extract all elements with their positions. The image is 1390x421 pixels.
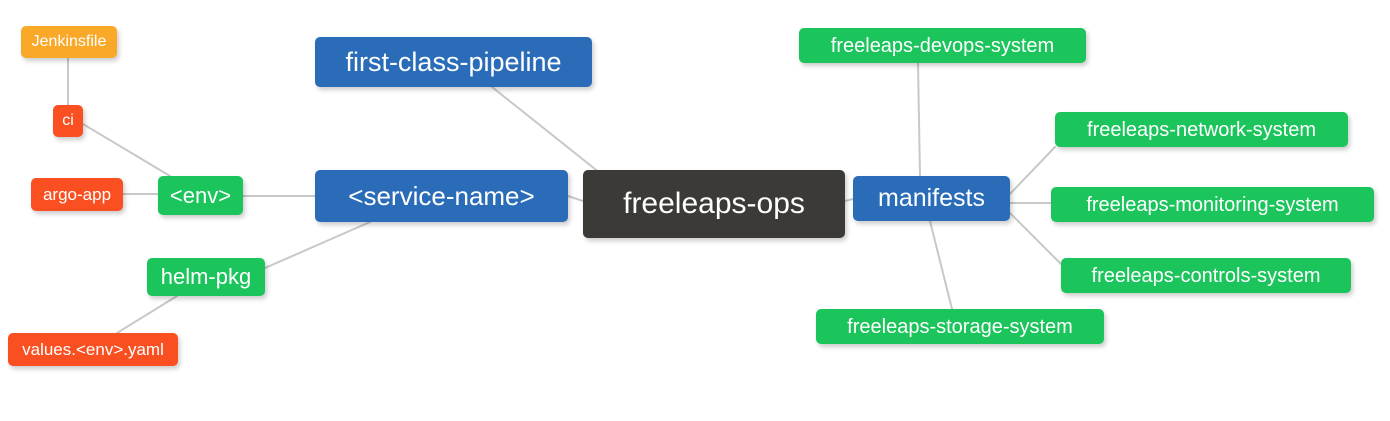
node-freeleaps-controls-system[interactable]: freeleaps-controls-system	[1061, 258, 1351, 293]
node-label-values-yaml: values.<env>.yaml	[22, 340, 164, 359]
node-label-freeleaps-devops-system: freeleaps-devops-system	[830, 34, 1055, 57]
node-label-freeleaps-storage-system: freeleaps-storage-system	[847, 315, 1073, 338]
edge-freeleaps-ops-to-first-class-pipeline	[491, 86, 601, 174]
node-label-manifests: manifests	[878, 184, 985, 212]
node-argo-app[interactable]: argo-app	[31, 178, 123, 211]
node-label-argo-app: argo-app	[42, 185, 112, 204]
node-label-helm-pkg: helm-pkg	[160, 264, 252, 289]
edge-freeleaps-ops-to-manifests	[844, 198, 854, 202]
edge-manifests-to-freeleaps-devops-system	[917, 62, 921, 177]
node-freeleaps-storage-system[interactable]: freeleaps-storage-system	[816, 309, 1104, 344]
node-env[interactable]: <env>	[158, 176, 243, 215]
edge-env-to-ci	[82, 123, 171, 177]
node-label-freeleaps-monitoring-system: freeleaps-monitoring-system	[1086, 193, 1339, 216]
node-label-jenkinsfile: Jenkinsfile	[31, 33, 107, 50]
node-values-yaml[interactable]: values.<env>.yaml	[8, 333, 178, 366]
edge-freeleaps-ops-to-service-name	[567, 195, 584, 202]
node-freeleaps-network-system[interactable]: freeleaps-network-system	[1055, 112, 1348, 147]
edge-service-name-to-helm-pkg	[264, 221, 371, 269]
node-first-class-pipeline[interactable]: first-class-pipeline	[315, 37, 592, 87]
node-ci[interactable]: ci	[53, 105, 83, 137]
node-label-freeleaps-ops: freeleaps-ops	[623, 187, 805, 220]
edge-manifests-to-freeleaps-storage-system	[929, 220, 953, 310]
node-freeleaps-monitoring-system[interactable]: freeleaps-monitoring-system	[1051, 187, 1374, 222]
node-jenkinsfile[interactable]: Jenkinsfile	[21, 26, 117, 58]
node-label-env: <env>	[169, 182, 232, 208]
node-label-first-class-pipeline: first-class-pipeline	[345, 46, 562, 77]
node-label-ci: ci	[62, 112, 74, 129]
edge-manifests-to-freeleaps-network-system	[1009, 146, 1056, 195]
node-freeleaps-ops[interactable]: freeleaps-ops	[583, 170, 845, 238]
node-label-freeleaps-controls-system: freeleaps-controls-system	[1091, 264, 1321, 287]
node-service-name[interactable]: <service-name>	[315, 170, 568, 222]
node-helm-pkg[interactable]: helm-pkg	[147, 258, 265, 296]
node-freeleaps-devops-system[interactable]: freeleaps-devops-system	[799, 28, 1086, 63]
node-label-service-name: <service-name>	[348, 181, 535, 211]
node-label-freeleaps-network-system: freeleaps-network-system	[1087, 118, 1316, 141]
edge-helm-pkg-to-values-yaml	[116, 295, 178, 334]
node-manifests[interactable]: manifests	[853, 176, 1010, 221]
